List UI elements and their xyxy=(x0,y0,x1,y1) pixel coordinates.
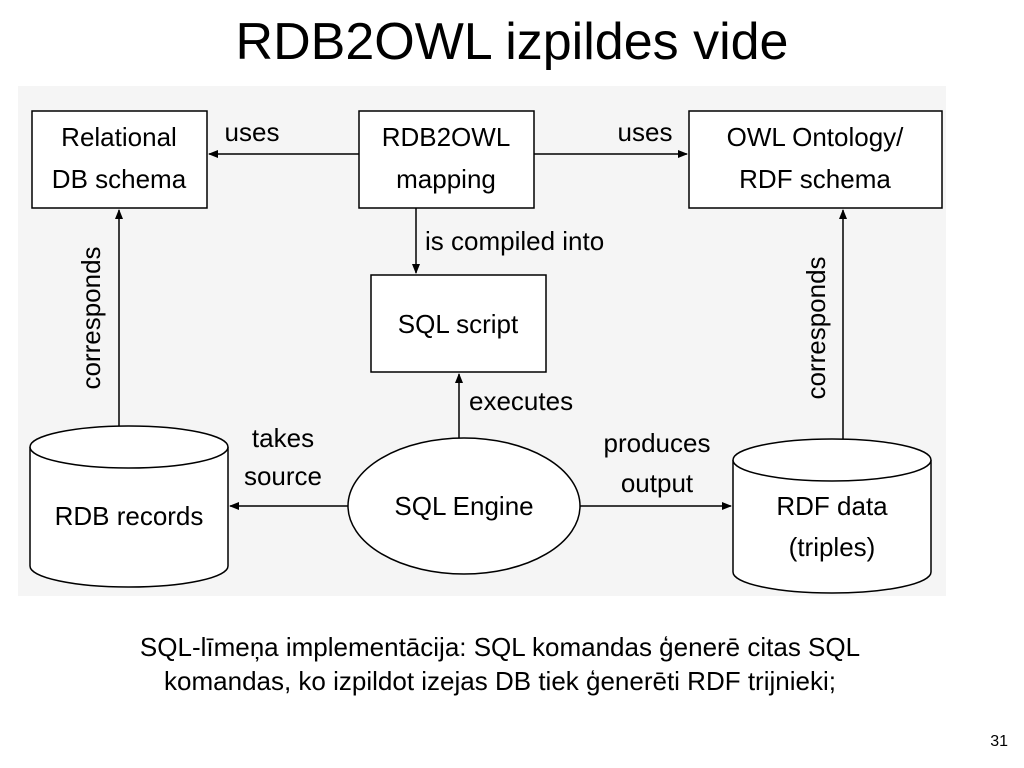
rdf-data-label-1: RDF data xyxy=(776,491,888,521)
produces-output-label-1: produces xyxy=(604,428,711,458)
rdb-records-label: RDB records xyxy=(55,501,204,531)
sql-engine-label: SQL Engine xyxy=(394,491,533,521)
compiled-label: is compiled into xyxy=(425,226,604,256)
relational-schema-label-2: DB schema xyxy=(52,164,187,194)
mapping-node: RDB2OWL mapping xyxy=(358,110,535,209)
takes-source-label-1: takes xyxy=(252,423,314,453)
sql-engine-node: SQL Engine xyxy=(347,437,581,575)
uses-right-label: uses xyxy=(618,117,673,147)
relational-schema-label-1: Relational xyxy=(61,122,177,152)
sql-script-label: SQL script xyxy=(398,309,519,339)
produces-output-label-2: output xyxy=(621,468,694,498)
owl-ontology-node: OWL Ontology/ RDF schema xyxy=(688,110,943,209)
slide-title: RDB2OWL izpildes vide xyxy=(235,13,789,71)
rdf-data-label-2: (triples) xyxy=(789,532,876,562)
uses-left-label: uses xyxy=(225,117,280,147)
caption-line-2: komandas, ko izpildot izejas DB tiek ģen… xyxy=(164,666,836,696)
sql-script-node: SQL script xyxy=(370,274,547,373)
mapping-label-2: mapping xyxy=(396,164,496,194)
page-number: 31 xyxy=(990,733,1008,750)
caption-line-1: SQL-līmeņa implementācija: SQL komandas … xyxy=(139,632,861,662)
takes-source-label-2: source xyxy=(244,461,322,491)
corresponds-right-label: corresponds xyxy=(801,256,831,399)
owl-ontology-label-2: RDF schema xyxy=(739,164,891,194)
mapping-label-1: RDB2OWL xyxy=(382,122,511,152)
slide-caption: SQL-līmeņa implementācija: SQL komandas … xyxy=(0,630,1000,698)
executes-label: executes xyxy=(469,386,573,416)
relational-schema-node: Relational DB schema xyxy=(31,110,208,209)
corresponds-left-label: corresponds xyxy=(76,246,106,389)
rdb-records-node: RDB records xyxy=(29,425,229,588)
owl-ontology-label-1: OWL Ontology/ xyxy=(727,122,905,152)
rdf-data-node: RDF data (triples) xyxy=(732,438,932,594)
